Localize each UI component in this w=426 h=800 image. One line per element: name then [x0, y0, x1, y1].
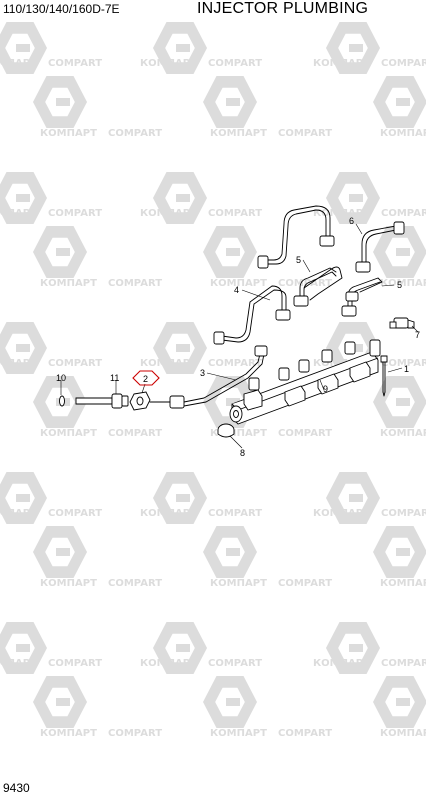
callout-1: 1 — [404, 364, 409, 374]
watermark-text: COMPART — [381, 508, 426, 519]
watermark-text: КОМПАРТ — [140, 508, 197, 519]
watermark-text: COMPART — [208, 208, 262, 219]
seal-ring-10 — [59, 395, 65, 407]
injector-pipe-4b — [293, 267, 337, 307]
watermark-text: COMPART — [278, 278, 332, 289]
callout-labels: 10 11 2 3 4 5 5 6 7 1 9 8 — [56, 216, 420, 458]
watermark-text: КОМПАРТ — [0, 358, 37, 369]
watermark-text: COMPART — [108, 278, 162, 289]
callout-11: 11 — [110, 373, 119, 383]
injector-pipe-6 — [355, 221, 405, 273]
watermark-text: COMPART — [381, 58, 426, 69]
watermark-text: КОМПАРТ — [0, 508, 37, 519]
watermark-text: COMPART — [48, 58, 102, 69]
injector-pipe-4 — [213, 285, 291, 345]
watermark-text: КОМПАРТ — [210, 578, 267, 589]
watermark-text: КОМПАРТ — [140, 58, 197, 69]
connector-11 — [75, 393, 129, 409]
watermark-text: COMPART — [48, 358, 102, 369]
watermark-text: КОМПАРТ — [210, 428, 267, 439]
pressure-sensor-7 — [389, 317, 415, 329]
watermark-text: КОМПАРТ — [40, 428, 97, 439]
cap-8 — [217, 423, 235, 438]
watermark-text: КОМПАРТ — [313, 508, 370, 519]
callout-3: 3 — [200, 368, 205, 378]
callout-8: 8 — [240, 448, 245, 458]
watermark-text: КОМПАРТ — [313, 658, 370, 669]
watermark-text: COMPART — [381, 208, 426, 219]
watermark-text: КОМПАРТ — [380, 728, 426, 739]
watermark-text: КОМПАРТ — [140, 358, 197, 369]
bolt-1 — [380, 355, 388, 397]
watermark-text: COMPART — [108, 128, 162, 139]
watermark-text: КОМПАРТ — [380, 278, 426, 289]
watermark-text: КОМПАРТ — [40, 578, 97, 589]
watermark-text: КОМПАРТ — [210, 728, 267, 739]
watermark-text: КОМПАРТ — [380, 128, 426, 139]
rail-outlets — [248, 339, 381, 391]
watermark-text: COMPART — [208, 658, 262, 669]
watermark-text: КОМПАРТ — [380, 428, 426, 439]
callout-2: 2 — [143, 374, 148, 384]
common-rail — [229, 351, 379, 425]
callout-6: 6 — [349, 216, 354, 226]
watermark-text: COMPART — [278, 428, 332, 439]
watermark-text: КОМПАРТ — [313, 208, 370, 219]
page-title: INJECTOR PLUMBING — [197, 0, 369, 17]
page-number: 9430 — [3, 781, 30, 795]
watermark-text: КОМПАРТ — [210, 128, 267, 139]
nut-2 — [129, 391, 171, 411]
callout-5b: 5 — [397, 280, 402, 290]
watermark-text: COMPART — [208, 358, 262, 369]
watermark-text: КОМПАРТ — [210, 278, 267, 289]
watermark-text: КОМПАРТ — [40, 128, 97, 139]
watermark-text: COMPART — [278, 728, 332, 739]
injector-pipe-5 — [303, 266, 383, 317]
watermark-text: COMPART — [48, 508, 102, 519]
watermark-text: COMPART — [381, 358, 426, 369]
injector-pipe-top — [257, 205, 335, 269]
callout-7: 7 — [415, 330, 420, 340]
watermark-text: COMPART — [108, 578, 162, 589]
callout-9: 9 — [323, 384, 328, 394]
watermark-text: COMPART — [48, 208, 102, 219]
watermark-text: COMPART — [108, 728, 162, 739]
watermark-text: COMPART — [208, 58, 262, 69]
watermark-text: КОМПАРТ — [0, 658, 37, 669]
watermark-text: КОМПАРТ — [140, 658, 197, 669]
watermark-text: КОМПАРТ — [140, 208, 197, 219]
model-code: 110/130/140/160D-7E — [3, 2, 120, 16]
watermark-text: КОМПАРТ — [313, 58, 370, 69]
watermark-text: COMPART — [208, 508, 262, 519]
high-pressure-pipe — [169, 345, 268, 409]
watermark-text: КОМПАРТ — [40, 728, 97, 739]
watermark-text: COMPART — [278, 578, 332, 589]
watermark-text: КОМПАРТ — [380, 578, 426, 589]
callout-10: 10 — [56, 373, 66, 383]
watermark-text: COMPART — [108, 428, 162, 439]
watermark-text: КОМПАРТ — [0, 58, 37, 69]
callout-5a: 5 — [296, 255, 301, 265]
watermark-text: COMPART — [48, 658, 102, 669]
watermark-text: КОМПАРТ — [0, 208, 37, 219]
watermark-text: COMPART — [278, 128, 332, 139]
callout-4: 4 — [234, 285, 239, 295]
watermark-text: КОМПАРТ — [40, 278, 97, 289]
watermark-text: COMPART — [381, 658, 426, 669]
highlight-part-2 — [132, 370, 160, 386]
